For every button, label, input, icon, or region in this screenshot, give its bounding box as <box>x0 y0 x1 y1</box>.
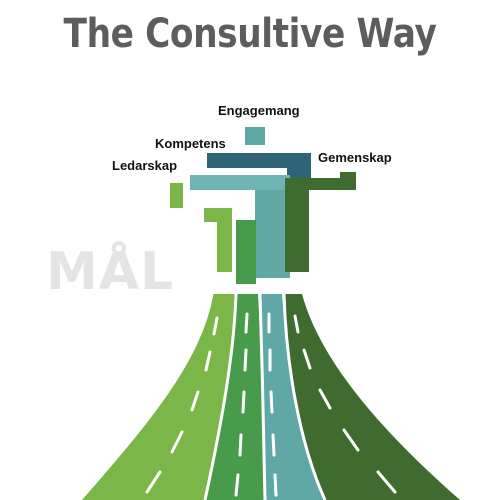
teal-column <box>255 190 290 278</box>
competence-stub <box>287 168 311 178</box>
label-competence: Kompetens <box>155 136 226 151</box>
road-dark-green <box>284 294 460 500</box>
lane-markings <box>145 312 397 497</box>
page-title: The Consultive Way <box>63 11 437 57</box>
road-mid-green <box>205 294 265 500</box>
goal-text: MÅL <box>46 242 175 302</box>
label-engagement: Engagemang <box>218 103 300 118</box>
label-leadership: Ledarskap <box>112 158 178 173</box>
road-lime <box>80 294 238 500</box>
competence-bar <box>207 153 311 168</box>
label-community: Gemenskap <box>318 150 392 165</box>
leadership-arm <box>170 183 232 272</box>
mid-green-column <box>236 220 256 284</box>
engagement-block <box>245 127 265 145</box>
community-arm <box>285 172 356 272</box>
